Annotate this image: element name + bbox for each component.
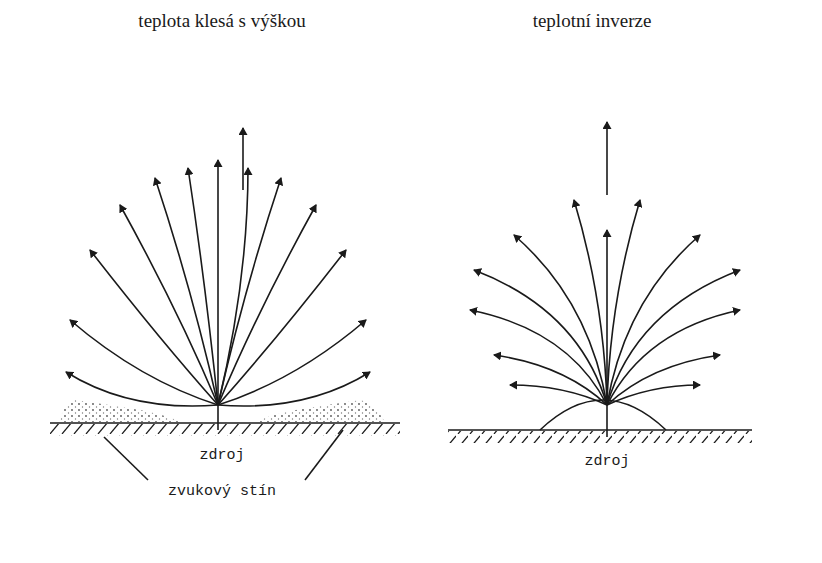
right-panel [448, 122, 752, 443]
left-panel [50, 128, 400, 480]
source-label: zdroj [584, 453, 629, 470]
panel-heading: teplota klesá s výškou [138, 10, 305, 32]
panel-heading: teplotní inverze [533, 10, 652, 32]
source-label: zdroj [199, 447, 244, 464]
sound-shadow-label: zvukový stín [168, 483, 276, 500]
